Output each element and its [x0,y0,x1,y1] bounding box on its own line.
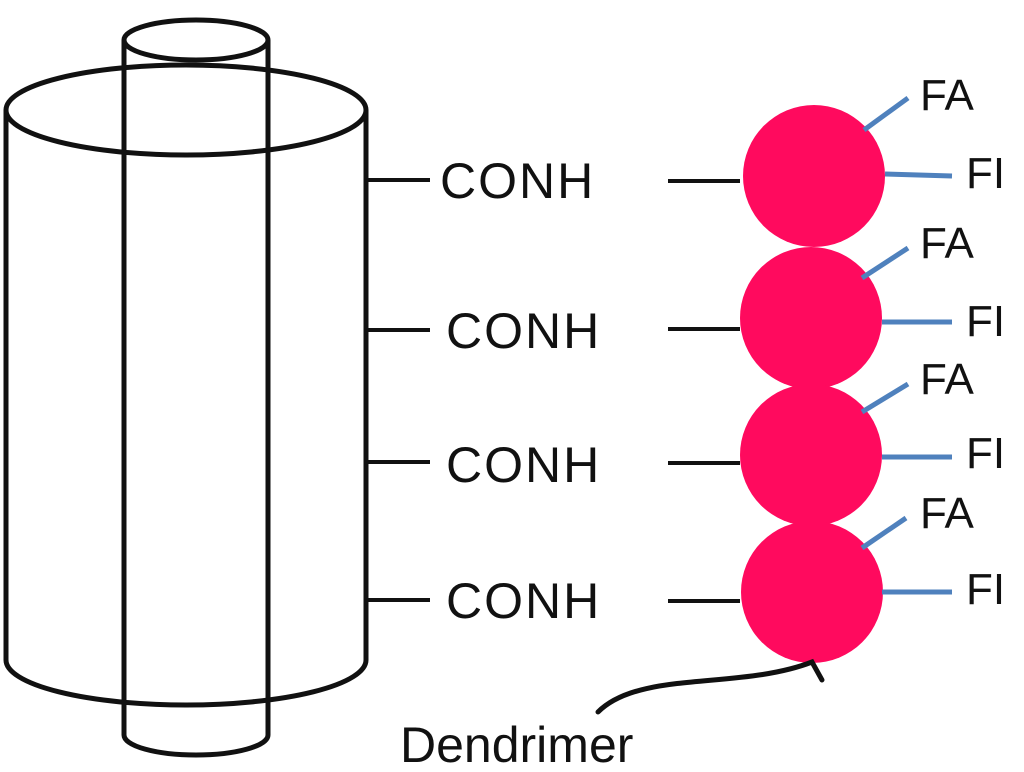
linker-label: CONH [440,153,595,209]
linker-label: CONH [446,437,601,493]
ligand-bond-fa [860,245,910,281]
linker-label: CONH [446,573,601,629]
inner-cylinder-top-ellipse [121,17,271,63]
inner-cylinder-bottom-arc [121,734,271,758]
ligand-bond-fa [860,515,908,551]
dendrimer-sphere [741,521,883,663]
ligand-bond-fi [884,171,953,179]
dendrimer-caption: Dendrimer [400,717,633,772]
linker-label: CONH [446,303,601,359]
conjugate-row-1: CONH FA FI [366,71,1005,247]
ligand-label-fa: FA [920,219,974,268]
ligand-label-fi: FI [966,297,1005,346]
nanotube-inner-cylinder [121,17,271,758]
nanotube-outer-cylinder [3,62,369,708]
ligand-label-fi: FI [966,565,1005,614]
outer-cylinder-bottom-arc [3,659,369,708]
dendrimer-sphere [740,384,882,526]
caption-pointer-arrow [595,658,825,715]
ligand-label-fa: FA [920,489,974,538]
ligand-label-fi: FI [966,429,1005,478]
conjugate-row-3: CONH FA FI [366,355,1005,526]
ligand-label-fa: FA [920,355,974,404]
conjugate-row-4: CONH FA FI [366,489,1005,663]
outer-cylinder-top-ellipse [3,62,369,158]
conjugate-row-2: CONH FA FI [366,219,1005,389]
ligand-bond-fa [860,381,910,415]
ligand-label-fi: FI [966,149,1005,198]
dendrimer-sphere [743,105,885,247]
dendrimer-sphere [740,247,882,389]
ligand-label-fa: FA [920,71,974,120]
ligand-bond-fa [862,95,910,133]
